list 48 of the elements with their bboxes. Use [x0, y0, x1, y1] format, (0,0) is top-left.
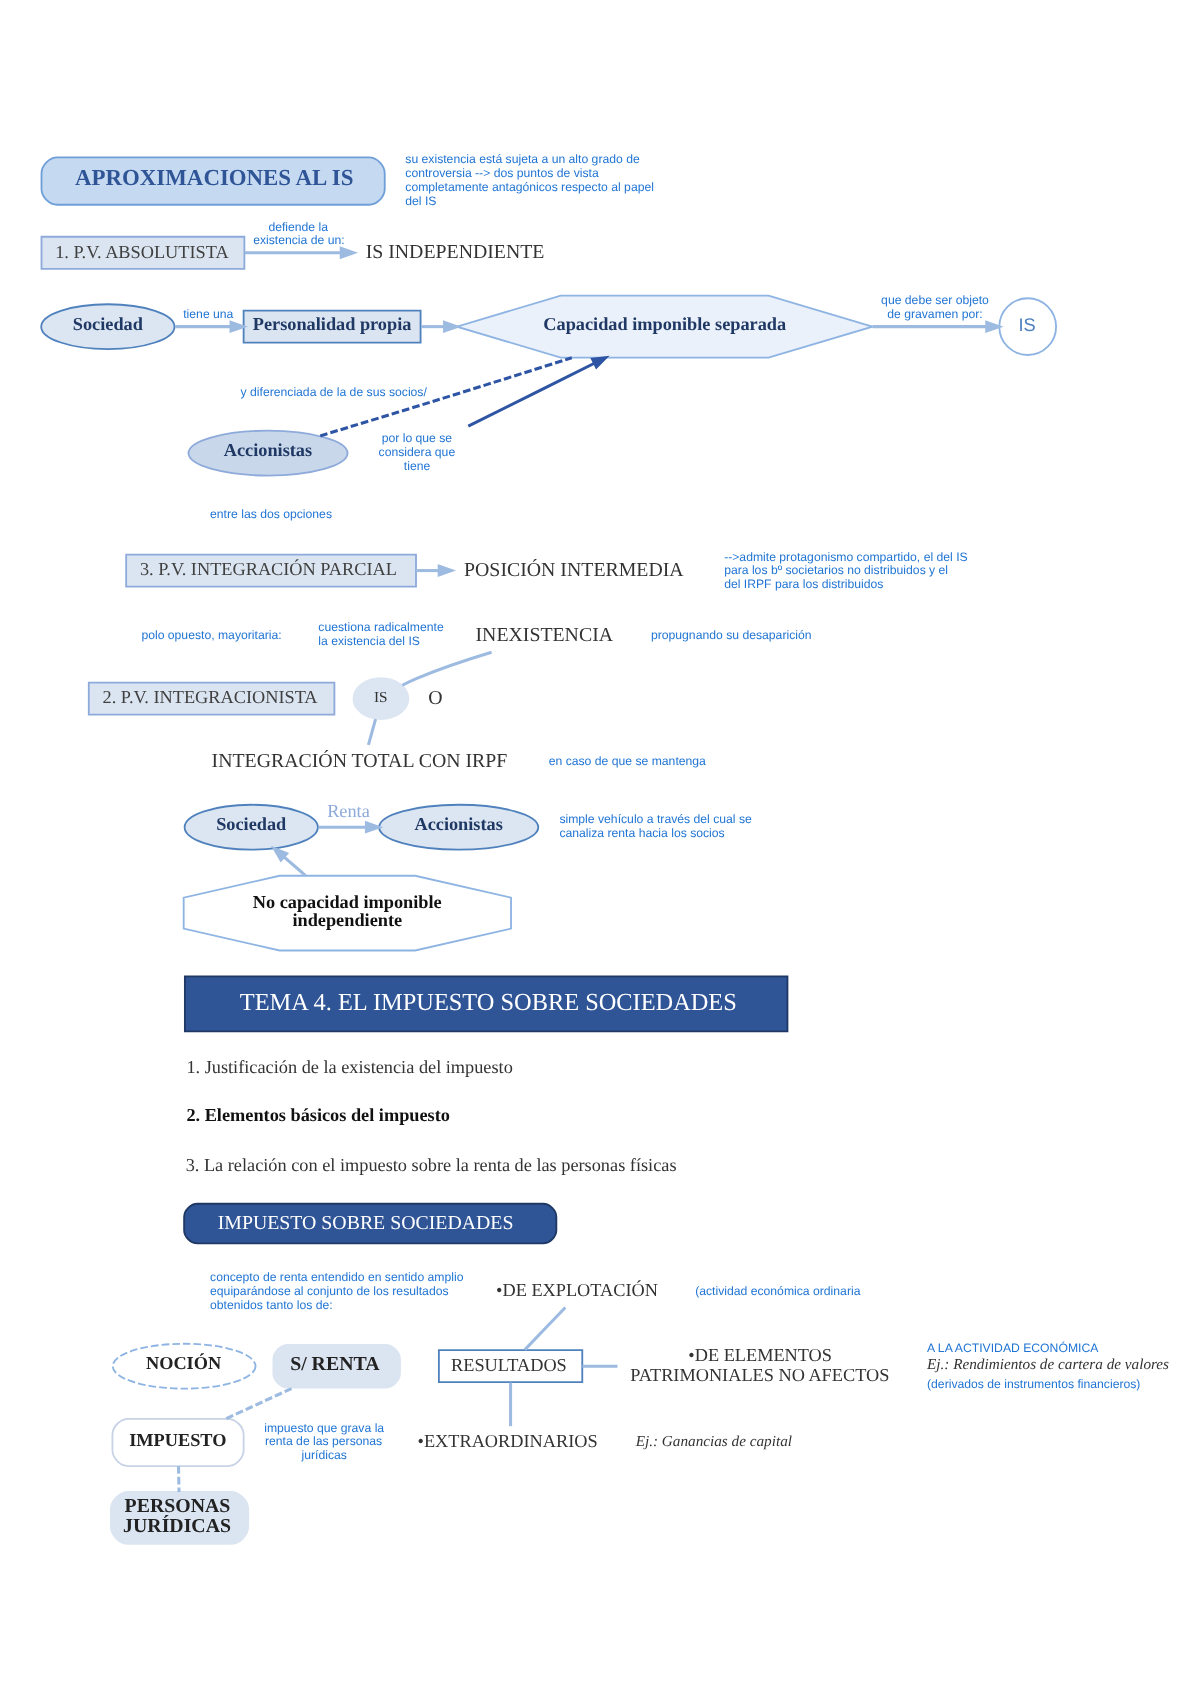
node-box: APROXIMACIONES AL IS: [40, 156, 386, 206]
node-box: Personalidad propia: [242, 309, 422, 344]
label: 1. Justificación de la existencia del impuesto: [186, 1057, 513, 1078]
node-box: 1. P.V. ABSOLUTISTA: [40, 235, 246, 270]
arrow: [175, 320, 248, 334]
connector: [225, 1386, 294, 1420]
node-box: 3. P.V. INTEGRACIÓN PARCIAL: [125, 553, 417, 588]
node-text: INTEGRACIÓN TOTAL CON IRPF: [211, 751, 508, 774]
node-text: •DE EXPLOTACIÓN: [496, 1280, 658, 1301]
node-text: POSICIÓN INTERMEDIA: [464, 559, 684, 582]
label: 2. Elementos básicos del impuesto: [186, 1104, 450, 1125]
connector: [401, 650, 492, 687]
node-box: 2. P.V. INTEGRACIONISTA: [87, 681, 336, 716]
node-box: TEMA 4. EL IMPUESTO SOBRE SOCIEDADES: [183, 975, 789, 1033]
node-text: •EXTRAORDINARIOS: [417, 1431, 598, 1452]
arrow: [244, 246, 359, 260]
connector: [367, 718, 378, 746]
node-box: PERSONAS JURÍDICAS: [110, 1491, 250, 1545]
node-label: Ej.: Ganancias de capital: [635, 1431, 793, 1450]
node-box: S/ RENTA: [272, 1343, 401, 1389]
node-ellipse: Sociedad: [183, 803, 319, 851]
connector: [319, 356, 573, 438]
node-box: RESULTADOS: [437, 1349, 584, 1384]
arrow: [421, 320, 462, 334]
connector: [509, 1382, 513, 1427]
connector: [176, 1466, 181, 1492]
label: O: [428, 687, 443, 710]
node-text: IS INDEPENDIENTE: [365, 241, 545, 264]
arrow: [318, 820, 384, 834]
arrow: [416, 564, 456, 577]
connector: [582, 1364, 618, 1368]
arrow: [271, 845, 307, 877]
label: 3. La relación con el impuesto sobre la renta de las personas físicas: [185, 1155, 677, 1176]
node-box: IMPUESTO SOBRE SOCIEDADES: [183, 1202, 558, 1245]
node-ellipse: Sociedad: [40, 303, 176, 350]
node-ellipse: Accionistas: [187, 429, 349, 477]
arrow: [467, 355, 610, 428]
node-ellipse: NOCIÓN: [111, 1342, 257, 1390]
node-ellipse: Accionistas: [378, 803, 540, 851]
node-label: Ej.: Rendimientos de cartera de valores: [927, 1355, 1170, 1374]
node-box: IMPUESTO: [111, 1417, 245, 1467]
connector: [523, 1306, 567, 1351]
node-text: •DE ELEMENTOS PATRIMONIALES NO AFECTOS: [630, 1345, 890, 1385]
edge-label: Renta: [327, 801, 370, 822]
arrow: [872, 320, 1004, 334]
node-circle: IS: [998, 297, 1057, 356]
node-ellipse: IS: [352, 677, 410, 720]
node-text: INEXISTENCIA: [475, 624, 614, 647]
